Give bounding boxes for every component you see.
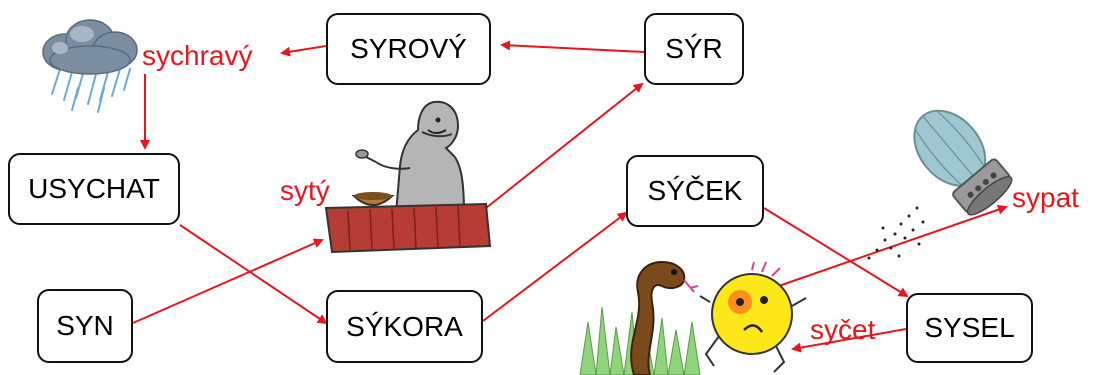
label-sycet: syčet (810, 314, 876, 345)
label-sypat: sypat (1012, 182, 1079, 213)
arrow-syrovy-to-sychravy (280, 45, 327, 57)
node-sykora: SÝKORA (326, 290, 483, 363)
arrow-syr-to-syrovy (500, 40, 645, 53)
arrow-sycek-to-sysel (763, 207, 909, 298)
arrow-syty-to-syr (480, 82, 644, 213)
node-syr: SÝR (644, 13, 744, 85)
node-sycek-text: SÝČEK (647, 175, 743, 206)
node-syrovy: SYROVÝ (326, 13, 491, 85)
node-sysel: SYSEL (906, 293, 1033, 363)
label-syty: sytý (280, 175, 330, 206)
rain-cloud-icon (42, 19, 138, 113)
node-syr-text: SÝR (665, 33, 723, 64)
node-sysel-text: SYSEL (924, 312, 1015, 343)
arrow-syn-to-syty (132, 238, 324, 324)
node-usychat-text: USYCHAT (28, 173, 160, 204)
node-syn: SYN (37, 289, 133, 363)
arrow-sykora-to-sycek (482, 211, 628, 322)
label-sychravy: sychravý (142, 40, 253, 71)
node-syrovy-text: SYROVÝ (350, 33, 467, 64)
salt-shaker-icon (867, 109, 1013, 260)
arrow-sysel-to-sycet (791, 328, 907, 353)
node-sycek: SÝČEK (626, 155, 764, 227)
node-sykora-text: SÝKORA (346, 310, 463, 342)
node-usychat: USYCHAT (8, 153, 180, 225)
node-syn-text: SYN (56, 310, 114, 341)
eating-man-icon (324, 100, 492, 254)
scared-face-icon (699, 261, 807, 373)
snake-icon (630, 260, 699, 375)
arrow-usychat-to-sykora (179, 224, 328, 325)
arrow-sycet-to-sypat (772, 204, 1008, 289)
